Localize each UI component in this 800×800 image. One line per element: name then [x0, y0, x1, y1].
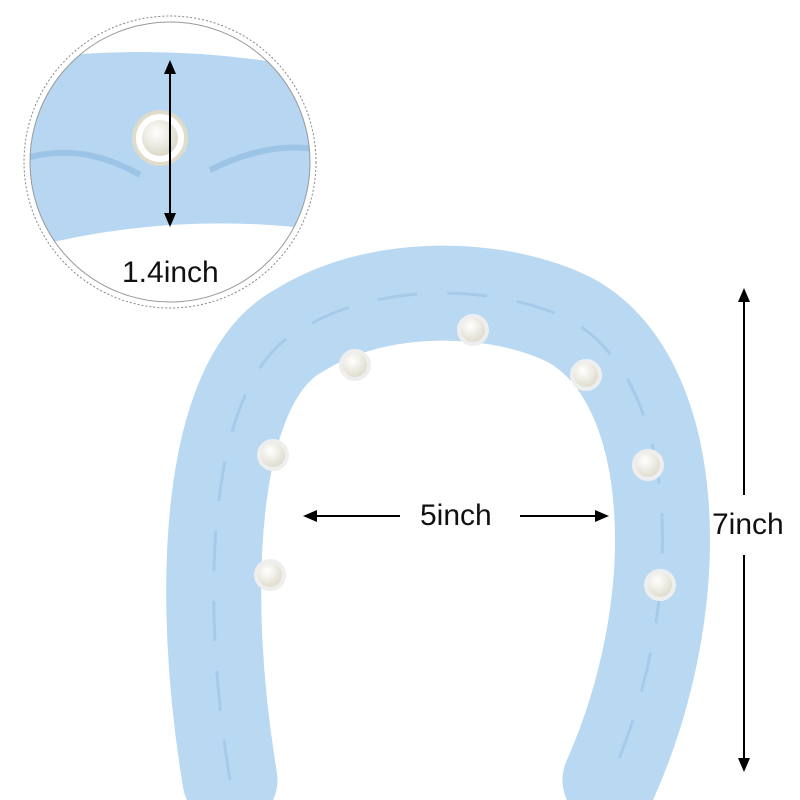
headband-pleats [212, 291, 664, 781]
inset-circle [29, 21, 311, 303]
inset-outer-ring [23, 15, 317, 309]
pearls [254, 314, 676, 601]
width-label: 5inch [420, 499, 492, 532]
height-label: 7inch [712, 508, 784, 541]
thickness-label: 1.4inch [122, 256, 219, 289]
